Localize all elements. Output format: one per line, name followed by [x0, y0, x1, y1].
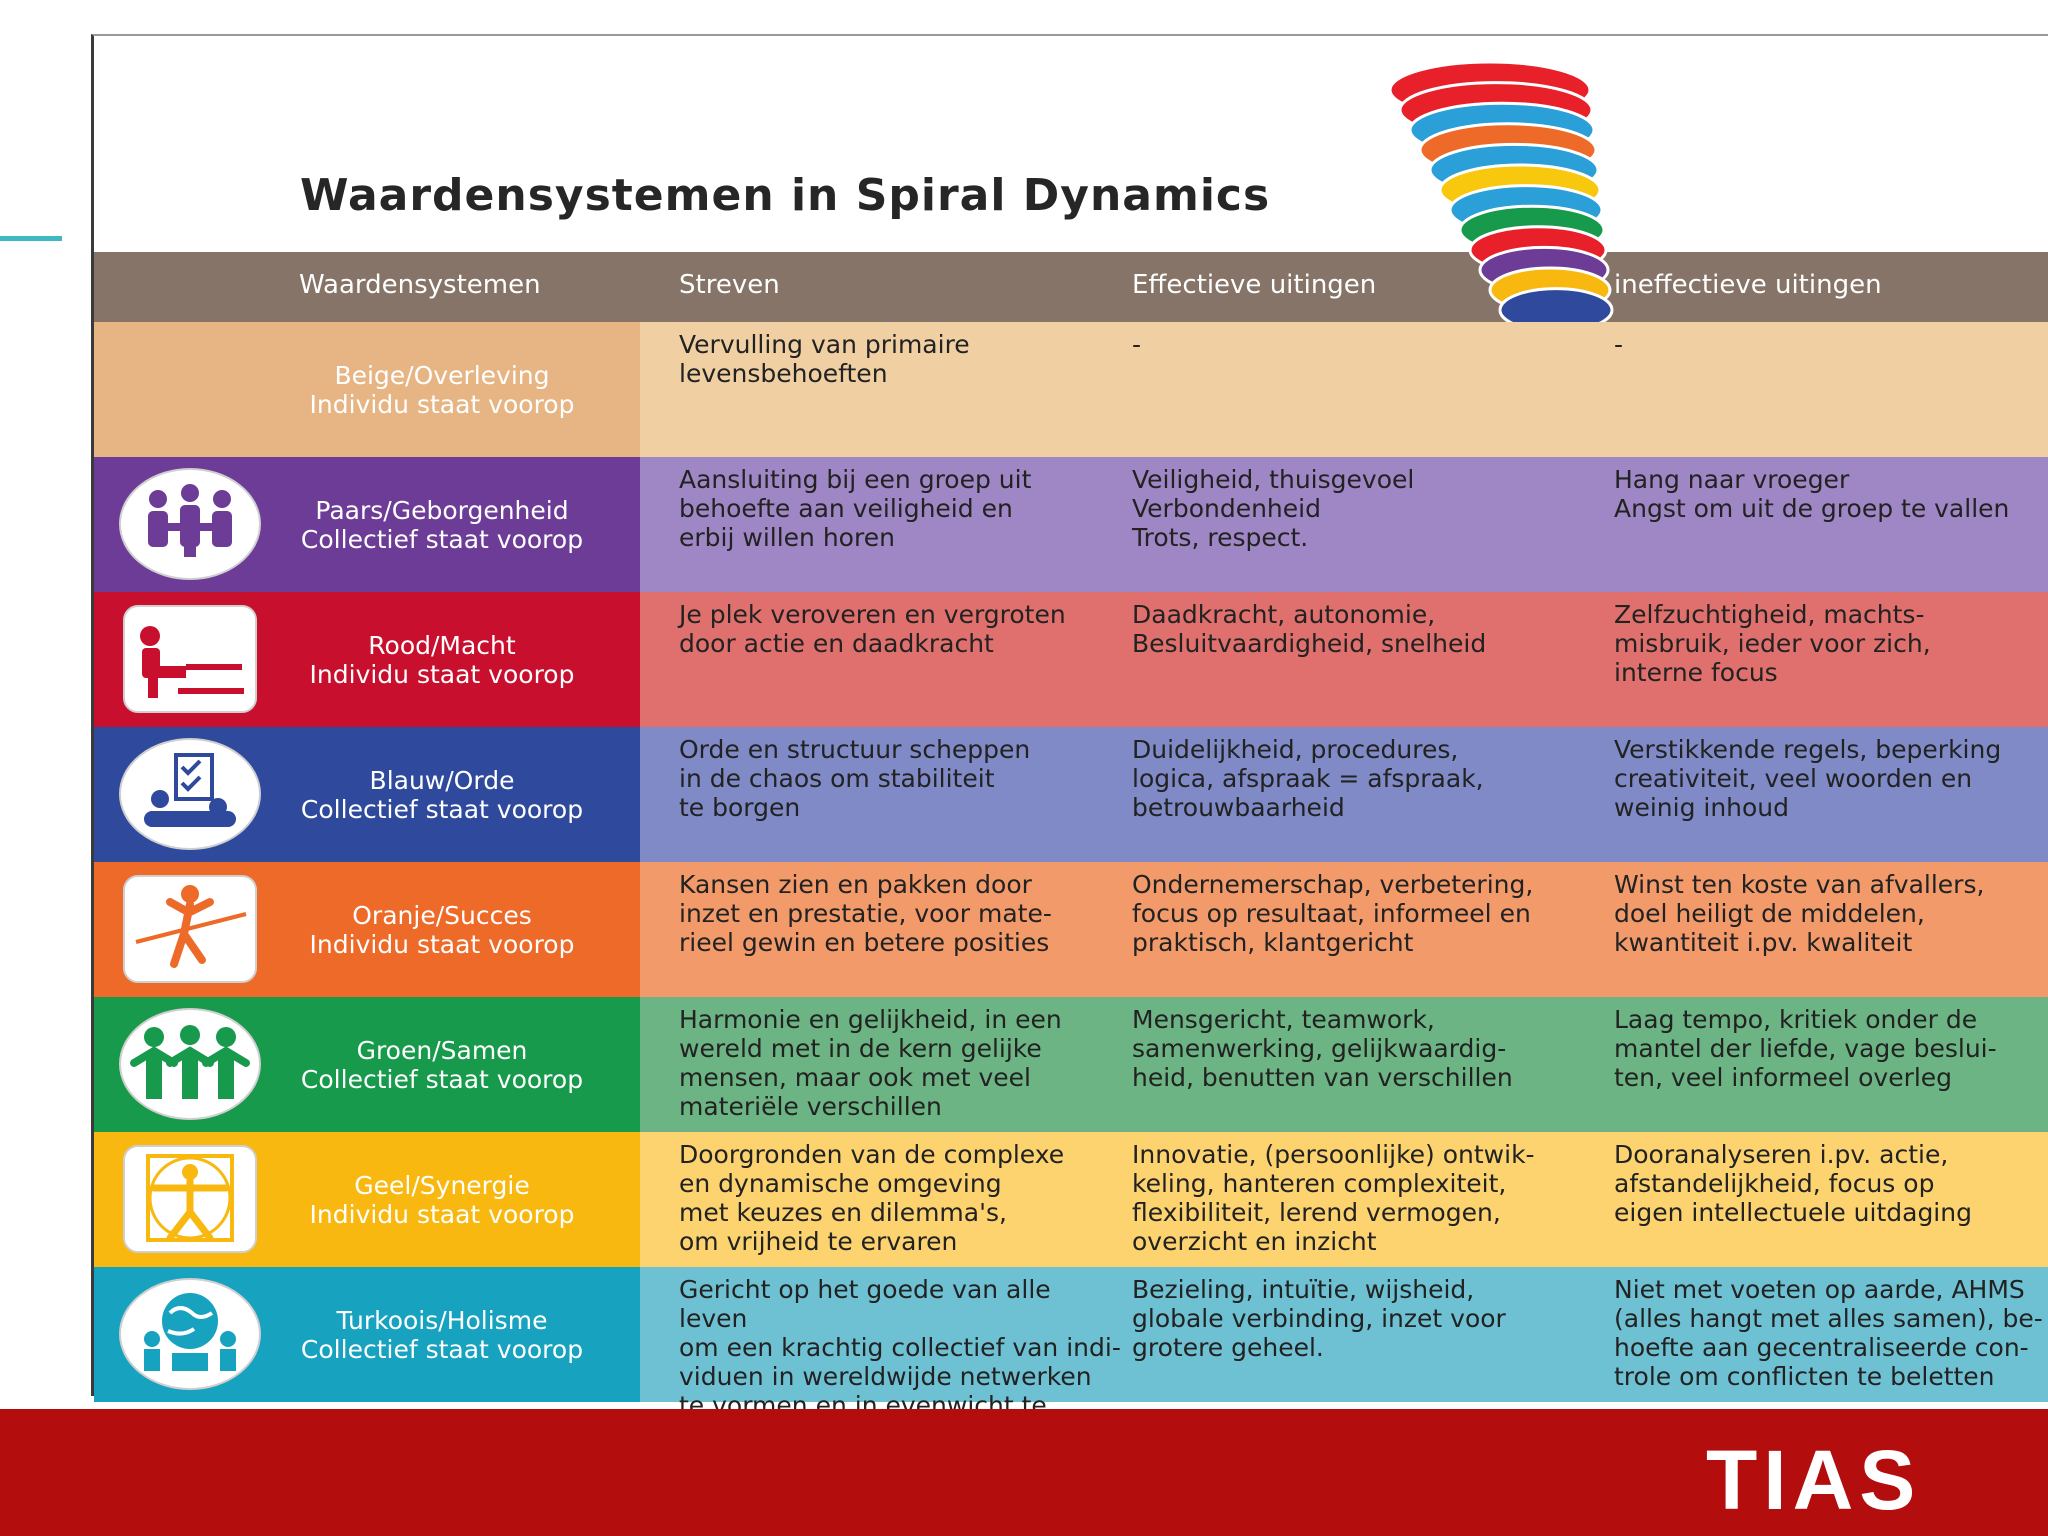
- streven-cell: Kansen zien en pakken door inzet en pres…: [679, 870, 1052, 957]
- checklist-meeting-icon: [118, 737, 262, 851]
- value-system-name: Paars/Geborgenheid: [315, 495, 569, 525]
- effective-cell: Bezieling, intuïtie, wijsheid, globale v…: [1132, 1275, 1506, 1362]
- value-system-name: Rood/Macht: [368, 630, 516, 660]
- ineffective-cell: Winst ten koste van afvallers, doel heil…: [1614, 870, 1985, 957]
- vitruvian-man-icon: [118, 1142, 262, 1256]
- effective-cell: Duidelijkheid, procedures, logica, afspr…: [1132, 735, 1484, 822]
- streven-cell: Harmonie en gelijkheid, in een wereld me…: [679, 1005, 1062, 1121]
- ineffective-cell: Laag tempo, kritiek onder de mantel der …: [1614, 1005, 1997, 1092]
- value-system-name: Turkoois/Holisme: [336, 1305, 548, 1335]
- streven-cell: Je plek veroveren en vergroten door acti…: [679, 600, 1066, 658]
- streven-cell: Aansluiting bij een groep uit behoefte a…: [679, 465, 1032, 552]
- value-system-name: Blauw/Orde: [369, 765, 515, 795]
- value-system-name: Geel/Synergie: [354, 1170, 530, 1200]
- accent-line: [0, 236, 62, 241]
- spiral-cone-icon: [1388, 60, 1614, 333]
- people-together-icon: [118, 1007, 262, 1121]
- streven-cell: Doorgronden van de complexe en dynamisch…: [679, 1140, 1065, 1256]
- value-system-scope: Collectief staat voorop: [300, 1064, 584, 1094]
- table-header: Waardensystemen Streven Effectieve uitin…: [94, 252, 2048, 322]
- effective-cell: Veiligheid, thuisgevoel Verbondenheid Tr…: [1132, 465, 1415, 552]
- effective-cell: Mensgericht, teamwork, samenwerking, gel…: [1132, 1005, 1513, 1092]
- value-system-scope: Individu staat voorop: [309, 659, 575, 689]
- globe-people-icon: [118, 1277, 262, 1391]
- ineffective-cell: -: [1614, 330, 1624, 359]
- streven-cell: Orde en structuur scheppen in de chaos o…: [679, 735, 1031, 822]
- ineffective-cell: Niet met voeten op aarde, AHMS (alles ha…: [1614, 1275, 2043, 1391]
- header-waardensystemen: Waardensystemen: [299, 270, 541, 300]
- ineffective-cell: Dooranalyseren i.pv. actie, afstandelijk…: [1614, 1140, 1972, 1227]
- ineffective-cell: Verstikkende regels, beperking creativit…: [1614, 735, 2002, 822]
- header-effectief: Effectieve uitingen: [1132, 270, 1377, 300]
- value-system-scope: Individu staat voorop: [309, 929, 575, 959]
- ineffective-cell: Zelfzuchtigheid, machts- misbruik, ieder…: [1614, 600, 1931, 687]
- ineffective-cell: Hang naar vroeger Angst om uit de groep …: [1614, 465, 2010, 523]
- effective-cell: Daadkracht, autonomie, Besluitvaardighei…: [1132, 600, 1487, 658]
- header-streven: Streven: [679, 270, 780, 300]
- value-system-scope: Collectief staat voorop: [300, 1334, 584, 1364]
- value-system-name: Groen/Samen: [356, 1035, 528, 1065]
- effective-cell: -: [1132, 330, 1142, 359]
- effective-cell: Ondernemerschap, verbetering, focus op r…: [1132, 870, 1534, 957]
- header-ineffectief: ineffectieve uitingen: [1614, 270, 1882, 300]
- group-meeting-icon: [118, 467, 262, 581]
- value-system-scope: Individu staat voorop: [309, 1199, 575, 1229]
- value-system-name: Oranje/Succes: [352, 900, 532, 930]
- value-system-scope: Individu staat voorop: [309, 389, 575, 419]
- value-system-cell: [94, 322, 640, 457]
- page-title: Waardensystemen in Spiral Dynamics: [300, 170, 1271, 221]
- finish-line-runner-icon: [118, 872, 262, 986]
- person-at-desk-icon: [118, 602, 262, 716]
- value-system-scope: Collectief staat voorop: [300, 794, 584, 824]
- streven-cell: Vervulling van primaire levensbehoeften: [679, 330, 970, 388]
- tias-logo: TIAS: [1706, 1433, 1922, 1527]
- footer-bar: [0, 1409, 2048, 1536]
- value-system-name: Beige/Overleving: [334, 360, 550, 390]
- effective-cell: Innovatie, (persoonlijke) ontwik- keling…: [1132, 1140, 1535, 1256]
- value-system-scope: Collectief staat voorop: [300, 524, 584, 554]
